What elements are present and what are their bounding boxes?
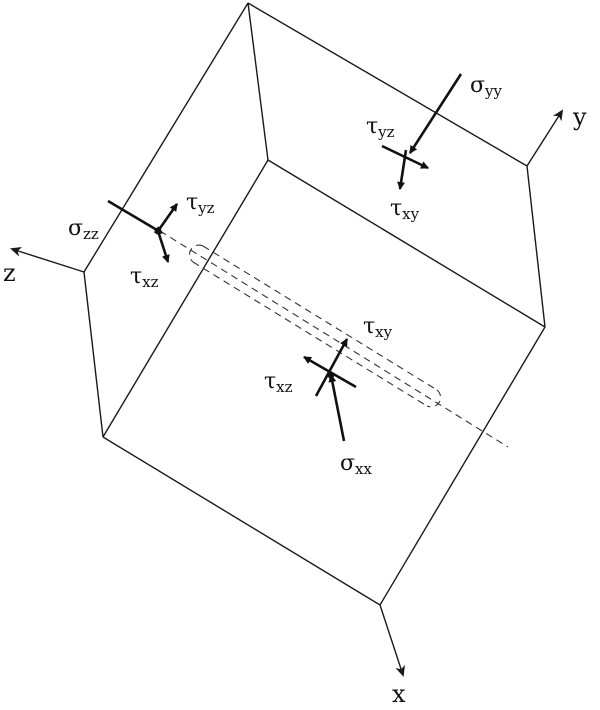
cube-edge — [526, 165, 546, 328]
capsule-end — [426, 389, 442, 408]
cube-edge — [102, 436, 381, 606]
sigma-yy-arrow — [408, 73, 463, 154]
x-axis-label: x — [392, 680, 406, 708]
cube-wireframe — [83, 2, 546, 606]
tau-xy-top-label: τxy — [390, 196, 420, 223]
tau-xy-top-arrow — [397, 149, 408, 190]
cube-edge — [247, 2, 269, 161]
tau-yz-left-label: τyz — [186, 190, 215, 217]
cube-edge — [379, 326, 546, 606]
tau-yz-top-label: τyz — [366, 114, 395, 141]
cube-edge — [102, 159, 269, 438]
front-face-point — [328, 373, 334, 379]
sigma-yy-label: σyy — [470, 73, 503, 100]
sigma-xx-arrow — [328, 374, 346, 442]
y-axis-arrow — [526, 109, 564, 167]
stress-labels: σyy τyz τxy σzz τyz τxz τxy τxz σxx — [68, 73, 503, 478]
tau-xy-front-label: τxy — [363, 314, 393, 341]
capsule-end — [188, 244, 204, 263]
sigma-zz-label: σzz — [68, 216, 99, 243]
y-axis-label: y — [572, 103, 587, 131]
cube-edge — [83, 2, 249, 273]
coordinate-axes: y z x — [3, 103, 587, 708]
tau-xz-front-label: τxz — [264, 369, 293, 396]
cube-edge — [83, 271, 104, 438]
x-axis-arrow — [379, 604, 405, 677]
sigma-zz-arrow — [107, 199, 163, 235]
capsule-edge — [202, 245, 438, 391]
left-face-stresses — [107, 199, 179, 263]
left-face-point — [154, 227, 162, 235]
sigma-xx-label: σxx — [340, 451, 372, 478]
z-axis-label: z — [3, 259, 16, 287]
cube-edge — [267, 159, 546, 328]
tau-xz-left-label: τxz — [130, 264, 159, 291]
cube-edge — [247, 2, 528, 167]
top-face-stresses — [381, 73, 463, 190]
dashed-centerline — [159, 230, 509, 448]
tau-xy-front-arrow — [314, 338, 349, 397]
front-face-stresses — [303, 338, 357, 442]
z-axis-arrow — [10, 246, 85, 273]
capsule-edge — [192, 261, 428, 407]
dashed-capsule — [159, 230, 509, 448]
tau-yz-left-arrow — [156, 203, 179, 232]
tau-xz-left-arrow — [156, 230, 170, 263]
